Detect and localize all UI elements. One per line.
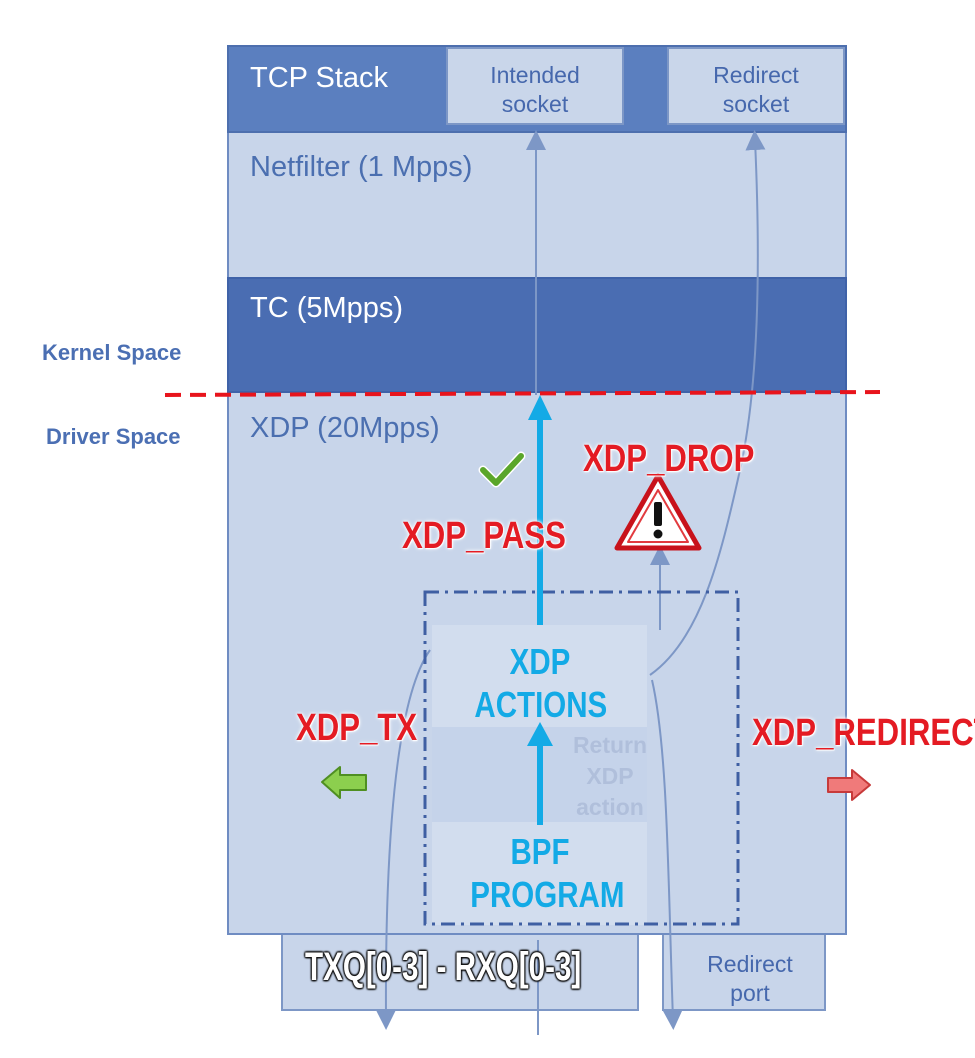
xdp-drop-label: XDP_DROP xyxy=(583,438,755,480)
return-line1: Return xyxy=(572,732,648,758)
xdp-actions-line2: ACTIONS xyxy=(474,684,608,725)
redirect-port-flow-line xyxy=(651,679,683,1030)
warning-icon xyxy=(614,473,702,551)
intended-socket-line1: Intended xyxy=(490,62,580,88)
tx-flow-line xyxy=(375,649,431,1030)
xdp-actions-frame xyxy=(423,590,740,926)
netfilter-label: Netfilter (1 Mpps) xyxy=(250,151,473,183)
intended-socket-box: Intended socket xyxy=(446,47,624,125)
redirect-socket-box: Redirect socket xyxy=(667,47,845,125)
redirect-socket-flow-line xyxy=(649,130,766,676)
kernel-driver-divider xyxy=(164,390,881,397)
redirect-socket-line1: Redirect xyxy=(713,62,799,88)
xdp-actions-label: XDP ACTIONS xyxy=(474,640,608,726)
left-arrow-icon xyxy=(321,766,367,799)
queues-label: TXQ[0-3] - RXQ[0-3] xyxy=(305,945,582,989)
check-icon xyxy=(478,451,526,488)
redirect-port-box xyxy=(662,935,826,1011)
xdp-pass-label: XDP_PASS xyxy=(402,515,566,557)
driver-space-label: Driver Space xyxy=(46,424,181,449)
queue-box xyxy=(281,935,639,1011)
xdp-redirect-label: XDP_REDIRECT xyxy=(752,712,975,754)
tc-label: TC (5Mpps) xyxy=(250,292,404,324)
redirect-port-text: Redirect port xyxy=(690,950,810,1008)
bpf-program-line2: PROGRAM xyxy=(470,874,625,915)
kernel-space-label: Kernel Space xyxy=(42,340,182,365)
bpf-program-line1: BPF xyxy=(510,831,570,872)
bpf-program-label: BPF PROGRAM xyxy=(470,830,625,916)
xdp-actions-line1: XDP xyxy=(509,641,571,682)
tcp-stack-label: TCP Stack xyxy=(250,62,389,94)
pass-arrow-head xyxy=(528,395,552,420)
xdp-tx-label: XDP_TX xyxy=(296,707,418,749)
intended-socket-line2: socket xyxy=(501,91,569,117)
redirect-port-line2: port xyxy=(730,980,770,1006)
xdp-label: XDP (20Mpps) xyxy=(250,412,440,444)
redirect-port-line1: Redirect xyxy=(707,951,793,977)
right-arrow-icon xyxy=(827,769,871,801)
return-xdp-action-text: Return XDP action xyxy=(560,730,660,823)
bpf-to-actions-arrow-head xyxy=(527,722,553,746)
redirect-socket-line2: socket xyxy=(722,91,790,117)
return-line3: action xyxy=(576,794,644,820)
return-line2: XDP xyxy=(586,763,634,789)
